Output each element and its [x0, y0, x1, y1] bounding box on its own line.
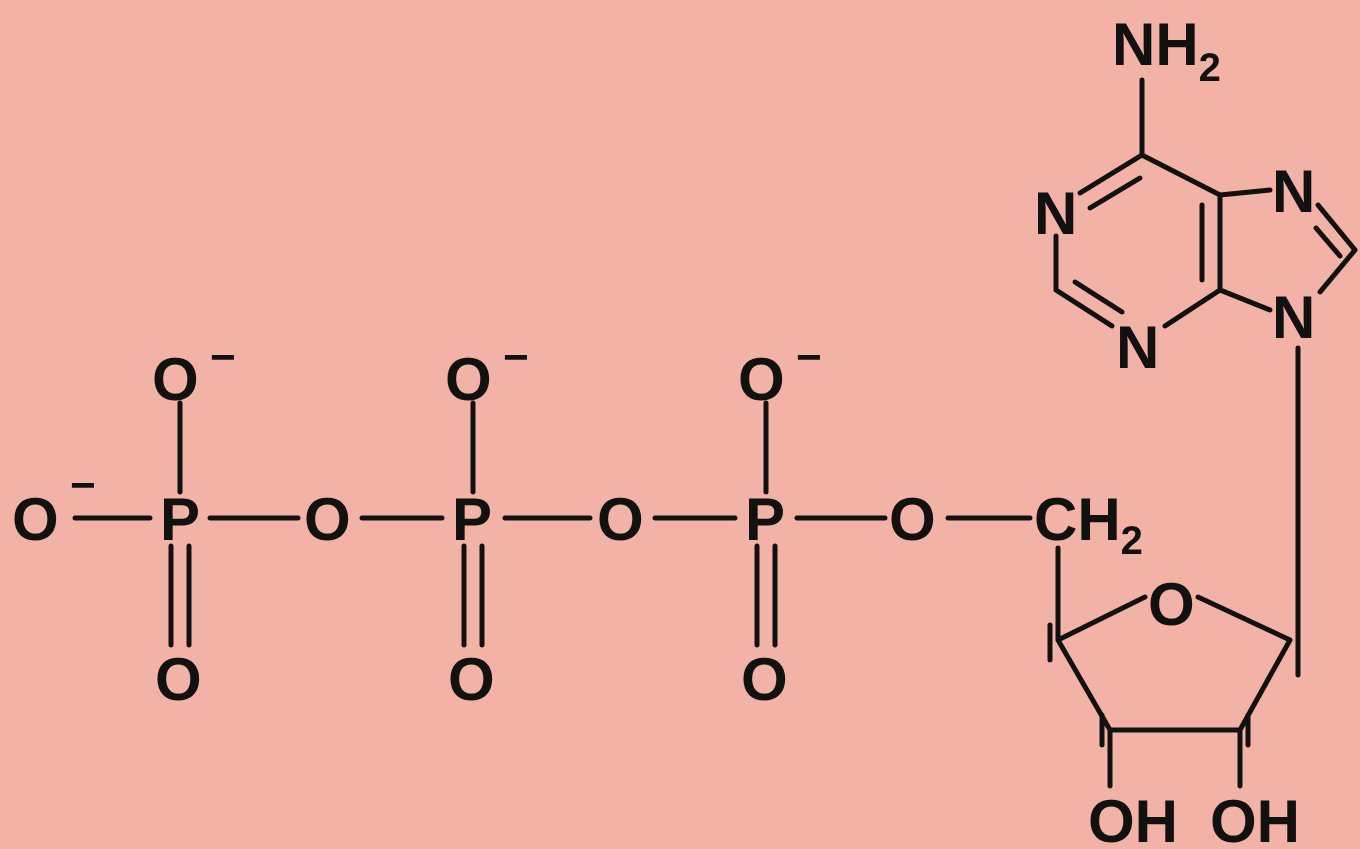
phosphorus-gamma-label: P [745, 486, 785, 553]
nitrogen-9-label: N [1272, 284, 1315, 351]
bond-n9-c4 [1217, 287, 1273, 313]
bond-c4-o-ring [1055, 594, 1148, 643]
phosphate-chain: O − P O P O P O O − O − O − O O O [12, 333, 936, 713]
top-oxygen-2-charge: − [503, 333, 529, 382]
bond-n7-c8-double [1313, 225, 1343, 259]
hydroxyl-2-label: OH [1210, 788, 1300, 849]
bond-c2-n3 [1053, 287, 1115, 329]
amine-label: NH2 [1112, 11, 1221, 90]
bond-c2-n3-double [1072, 279, 1125, 315]
bottom-oxygen-3-label: O [741, 646, 788, 713]
amine-subscript: 2 [1199, 46, 1221, 90]
methylene-subscript: 2 [1121, 519, 1143, 563]
bond-n3-c4 [1162, 287, 1223, 329]
nitrogen-1-label: N [1034, 180, 1077, 247]
bond-c5-c6 [1139, 152, 1223, 198]
bond-c6-n1-double [1087, 175, 1143, 211]
nitrogen-7-label: N [1272, 158, 1315, 225]
ribose-sugar: CH2 O OH OH [1034, 486, 1300, 849]
phosphorus-alpha-label: P [160, 486, 200, 553]
bridge-oxygen-3-label: O [889, 486, 936, 553]
bond-c8-n9 [1317, 247, 1358, 295]
top-oxygen-2-label: O [445, 346, 492, 413]
bridge-oxygen-1-label: O [304, 486, 351, 553]
bottom-oxygen-2-label: O [448, 646, 495, 713]
methylene-label: CH2 [1034, 486, 1143, 563]
terminal-oxygen-label: O [12, 486, 59, 553]
bond-n7-c8 [1315, 202, 1358, 253]
hydroxyl-3-label: OH [1088, 788, 1178, 849]
ring-oxygen-label: O [1148, 571, 1195, 638]
terminal-oxygen-charge: − [70, 461, 96, 510]
top-oxygen-1-label: O [152, 346, 199, 413]
top-oxygen-1-charge: − [210, 333, 236, 382]
bonds [72, 77, 1358, 789]
nitrogen-3-label: N [1116, 314, 1159, 381]
top-oxygen-3-charge: − [796, 333, 822, 382]
adenine-base: NH2 N N N N [1034, 11, 1315, 381]
bond-c5-n7 [1217, 187, 1273, 198]
bridge-oxygen-2-label: O [597, 486, 644, 553]
top-oxygen-3-label: O [738, 346, 785, 413]
phosphorus-beta-label: P [452, 486, 492, 553]
bottom-oxygen-1-label: O [155, 646, 202, 713]
bond-o-ring-c1 [1195, 594, 1293, 643]
bond-c6-n1 [1077, 152, 1145, 196]
